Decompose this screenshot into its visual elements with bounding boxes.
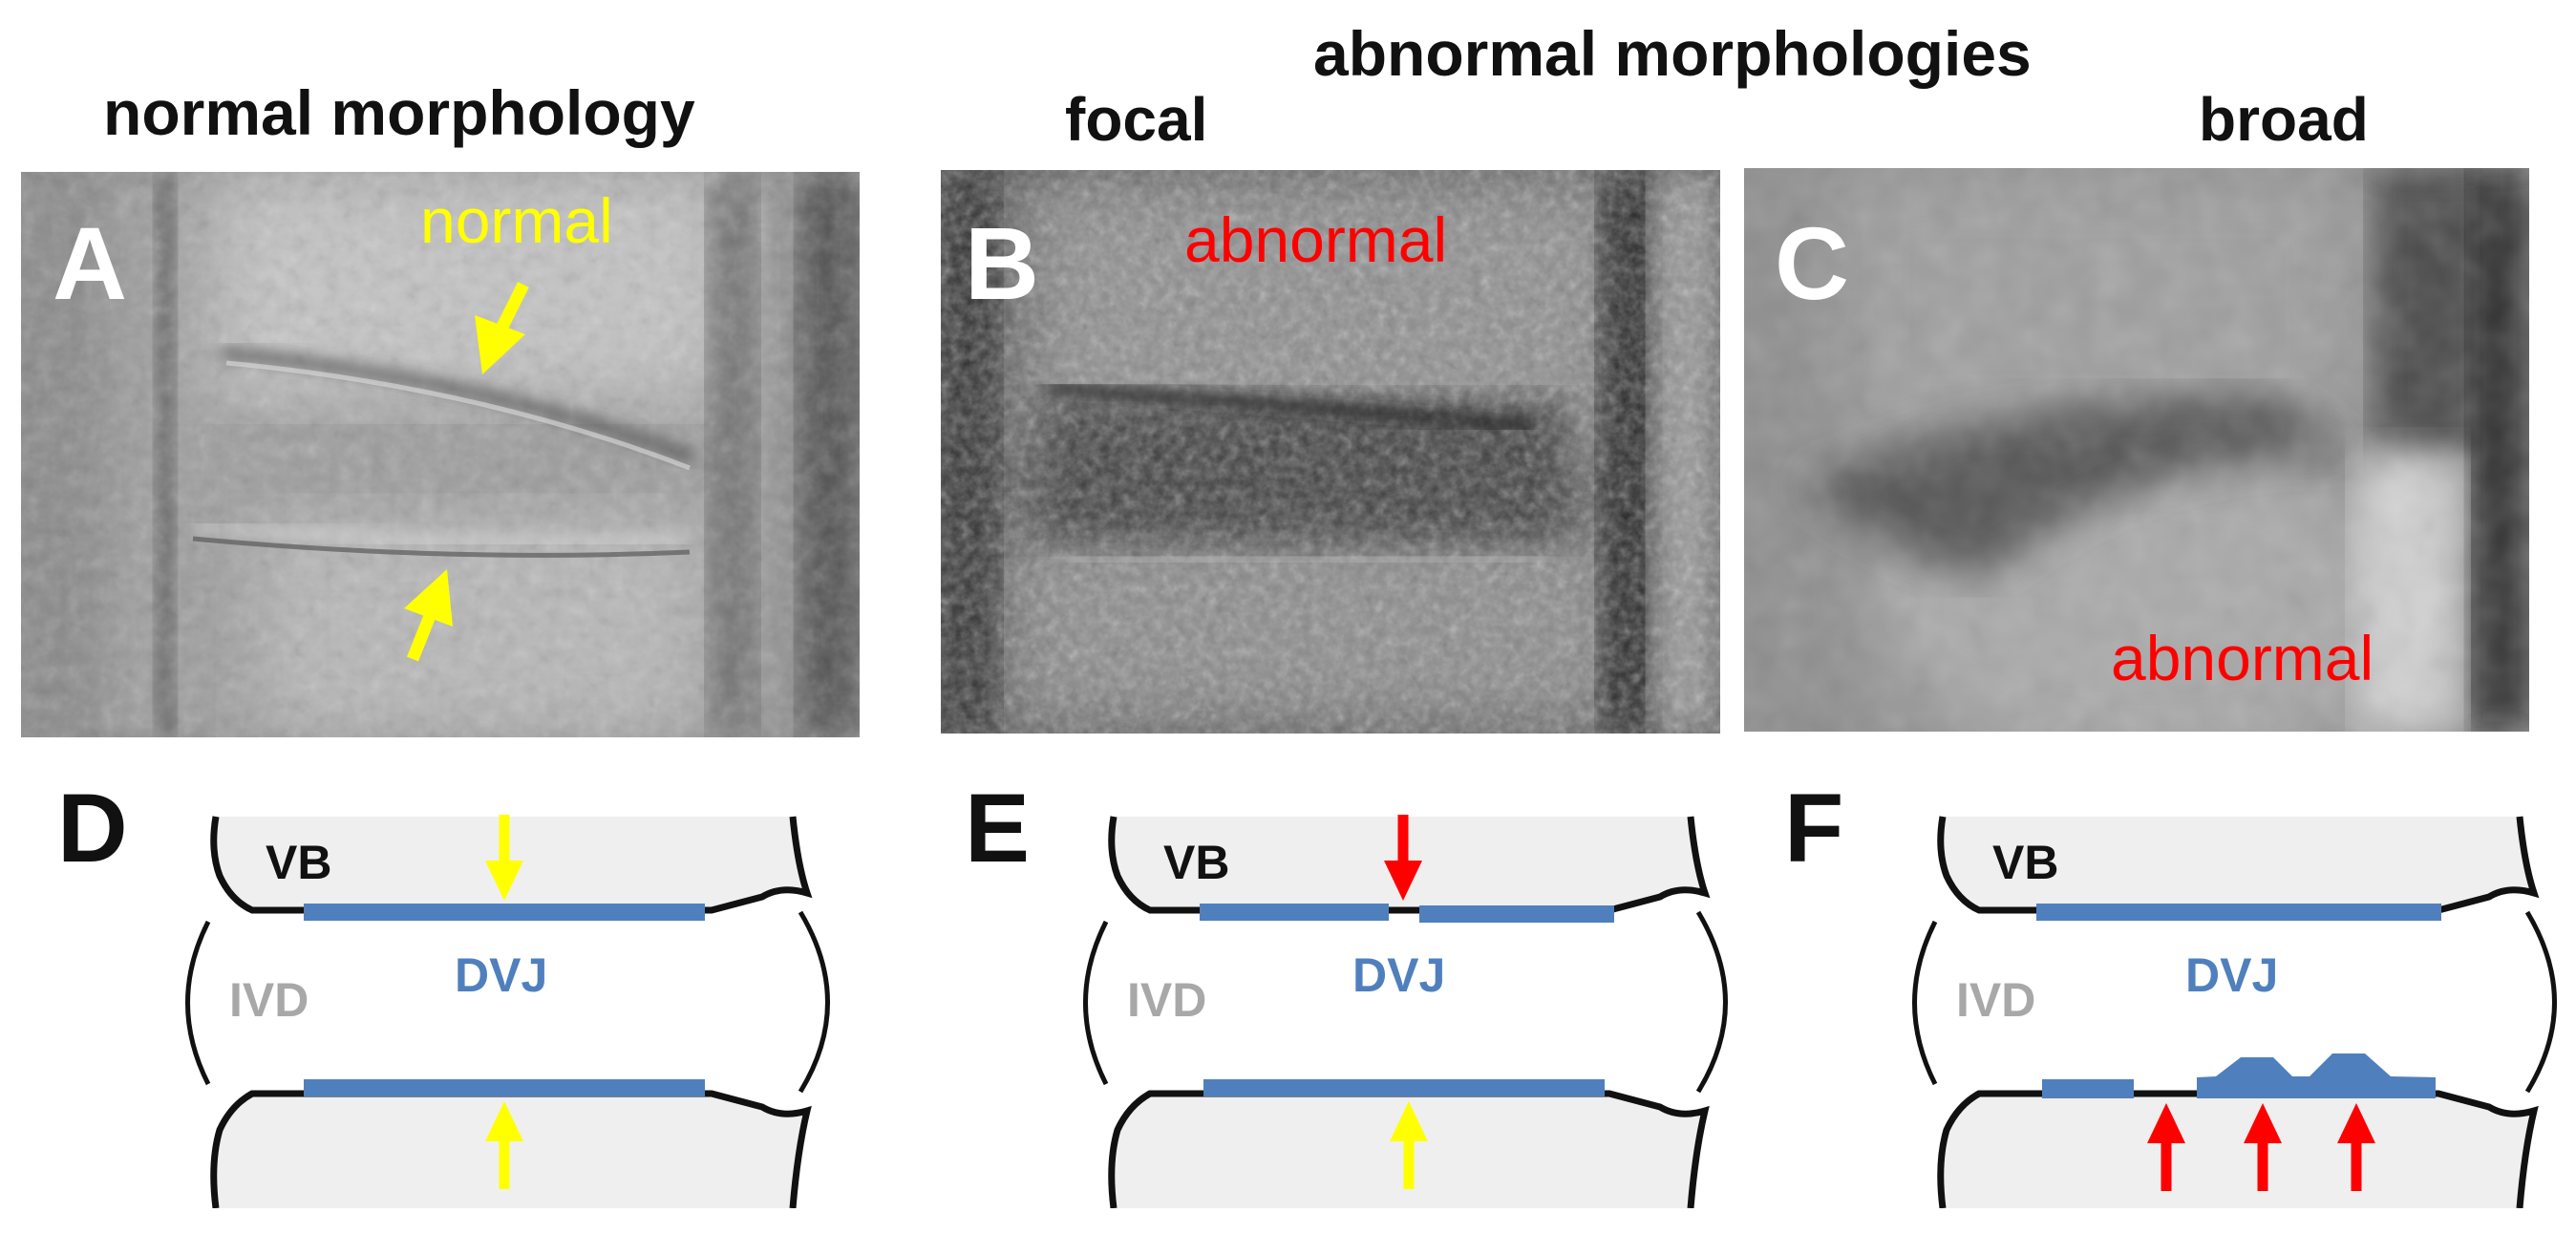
red-arrow-icon bbox=[2337, 1103, 2375, 1191]
lower-vertebral-body bbox=[1940, 1094, 2534, 1208]
dvj-lower-band bbox=[304, 1079, 705, 1096]
diagram-d-dvj-label: DVJ bbox=[455, 948, 548, 1002]
dvj-lower-band-left bbox=[2042, 1079, 2134, 1098]
panel-label-c: C bbox=[1775, 205, 1849, 321]
dvj-lower-band bbox=[1203, 1079, 1605, 1096]
diagram-d-vb-label: VB bbox=[266, 836, 332, 889]
diagram-f-vb-label: VB bbox=[1992, 836, 2059, 889]
dvj-upper-band bbox=[2036, 904, 2441, 921]
lower-vertebral-body bbox=[213, 1094, 807, 1208]
title-focal: focal bbox=[1065, 85, 1208, 154]
red-arrow-icon bbox=[2244, 1103, 2282, 1191]
mri-panel-b bbox=[941, 170, 1720, 734]
upper-vertebral-body bbox=[1940, 817, 2534, 910]
diagram-label-e: E bbox=[965, 774, 1031, 883]
diagram-e-dvj-label: DVJ bbox=[1352, 948, 1446, 1002]
diagram-f-ivd-label: IVD bbox=[1956, 973, 2036, 1027]
panel-b-abnormal-label: abnormal bbox=[1184, 204, 1448, 275]
diagram-d-ivd-label: IVD bbox=[229, 973, 309, 1027]
panel-c-abnormal-label: abnormal bbox=[2111, 623, 2374, 693]
title-normal-morphology: normal morphology bbox=[103, 77, 695, 148]
panel-a-normal-label: normal bbox=[420, 185, 613, 256]
dvj-upper-band-right bbox=[1419, 905, 1614, 923]
diagram-e-ivd-label: IVD bbox=[1127, 973, 1207, 1027]
panel-label-b: B bbox=[965, 205, 1039, 321]
diagram-d bbox=[181, 807, 850, 1208]
dvj-lower-band-irregular bbox=[2197, 1053, 2436, 1098]
mri-panel-c bbox=[1744, 168, 2529, 732]
yellow-arrow-icon bbox=[485, 1101, 523, 1189]
diagram-e-vb-label: VB bbox=[1163, 836, 1230, 889]
diagram-f-dvj-label: DVJ bbox=[2185, 948, 2279, 1002]
diagram-e bbox=[1079, 807, 1748, 1208]
diagram-label-d: D bbox=[57, 774, 128, 883]
diagram-label-f: F bbox=[1784, 774, 1844, 883]
title-abnormal-morphologies: abnormal morphologies bbox=[1313, 18, 2032, 89]
yellow-arrow-icon bbox=[1390, 1101, 1428, 1189]
title-broad: broad bbox=[2199, 85, 2369, 154]
mri-panel-a bbox=[21, 172, 860, 737]
red-arrow-icon bbox=[2147, 1103, 2185, 1191]
dvj-upper-band-left bbox=[1200, 904, 1389, 921]
diagram-f bbox=[1908, 807, 2576, 1208]
yellow-arrow-icon bbox=[485, 815, 523, 901]
panel-label-a: A bbox=[53, 205, 127, 321]
dvj-upper-band bbox=[304, 904, 705, 921]
red-arrow-icon bbox=[1384, 815, 1422, 901]
